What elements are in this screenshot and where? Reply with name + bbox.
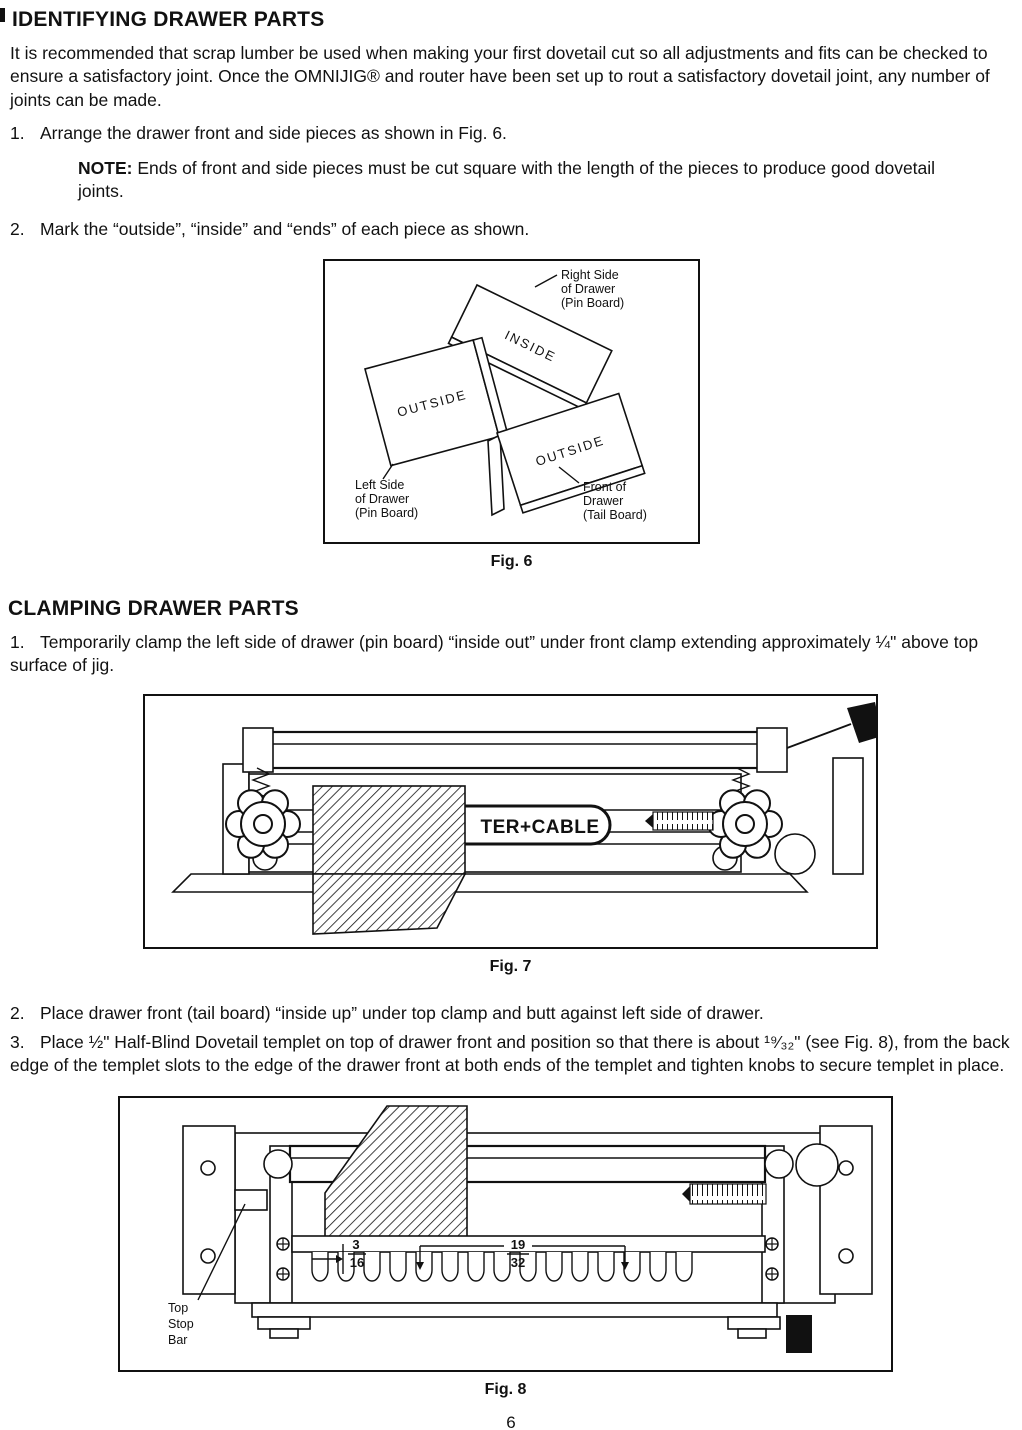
list-item-text: Temporarily clamp the left side of drawe… — [10, 632, 979, 676]
callout-front: Front of Drawer (Tail Board) — [583, 480, 647, 522]
svg-text:Front of: Front of — [583, 480, 627, 494]
templet-screw — [276, 1236, 290, 1251]
templet-fingers — [311, 1250, 693, 1282]
side-knob — [774, 832, 816, 875]
handle-shaft — [786, 722, 852, 749]
handle-knob — [847, 701, 882, 743]
leader-line-top-stop-bar — [197, 1203, 246, 1300]
board-end-edge — [487, 433, 505, 517]
figure-6-caption: Fig. 6 — [490, 552, 533, 570]
svg-text:(Tail Board): (Tail Board) — [583, 508, 647, 522]
logo-text: TER+CABLE — [480, 817, 599, 838]
bottom-right-hardware — [727, 1314, 812, 1353]
scale-ruler — [682, 1182, 767, 1205]
clamp-rod-end-left — [263, 1148, 293, 1179]
list-number: 3. — [10, 1032, 25, 1053]
svg-text:32: 32 — [511, 1255, 525, 1270]
svg-text:of Drawer: of Drawer — [561, 282, 615, 296]
svg-text:(Pin Board): (Pin Board) — [355, 506, 418, 520]
clamped-board-protrusion — [312, 872, 467, 935]
svg-text:Stop: Stop — [168, 1317, 194, 1331]
dimension-19-32: 19 32 — [416, 1237, 629, 1270]
figure-6: INSIDE OUTSIDE OUTSIDE — [323, 258, 700, 571]
callout-right-side: Right Side of Drawer (Pin Board) — [561, 268, 624, 310]
figure-8-caption: Fig. 8 — [484, 1380, 527, 1398]
templet-screw — [276, 1266, 290, 1281]
dimension-3-16: 3 16 — [312, 1237, 366, 1274]
templet-bar — [291, 1234, 766, 1253]
drawer-front-board: OUTSIDE — [495, 392, 646, 514]
figure-6-drawing: INSIDE OUTSIDE OUTSIDE — [355, 268, 647, 522]
list-item-text: Mark the “outside”, “inside” and “ends” … — [40, 218, 530, 239]
svg-text:16: 16 — [350, 1255, 364, 1270]
leader-line-left-side — [382, 463, 394, 480]
clamp-rod-end-right — [764, 1148, 794, 1179]
figure-8: 3 16 19 32 — [118, 1095, 893, 1399]
svg-text:19: 19 — [511, 1237, 525, 1252]
templet-screw — [765, 1236, 779, 1251]
callout-top-stop-bar: Top Stop Bar — [168, 1301, 194, 1347]
svg-text:of Drawer: of Drawer — [355, 492, 409, 506]
note-label: NOTE: — [78, 158, 133, 179]
figure-7-frame: TER+CABLE — [143, 693, 882, 949]
clamp-knob-right — [795, 1142, 839, 1187]
svg-text:Bar: Bar — [168, 1333, 187, 1347]
list-item-clamp-2: 2. Place drawer front (tail board) “insid… — [10, 1002, 1012, 1025]
svg-text:3: 3 — [352, 1237, 359, 1252]
list-item-text: Place ½" Half-Blind Dovetail templet on … — [10, 1032, 1010, 1076]
drawer-front-board — [324, 1104, 468, 1242]
leader-line-front — [558, 466, 580, 484]
list-item-identify-2: 2. Mark the “outside”, “inside” and “ends… — [10, 218, 1012, 241]
svg-text:Top: Top — [168, 1301, 188, 1315]
figure-8-frame: 3 16 19 32 — [118, 1095, 893, 1372]
top-clamp-bar — [242, 726, 788, 773]
figure-6-frame: INSIDE OUTSIDE OUTSIDE — [323, 258, 700, 544]
section-title-identifying: IDENTIFYING DRAWER PARTS — [12, 8, 325, 31]
scan-artifact — [0, 8, 5, 22]
bottom-clamp-bar — [251, 1301, 778, 1318]
scale-ruler — [645, 810, 714, 831]
intro-paragraph: It is recommended that scrap lumber be u… — [10, 43, 990, 110]
svg-text:Right Side: Right Side — [561, 268, 619, 282]
list-number: 1. — [10, 122, 25, 143]
list-item-text: Place drawer front (tail board) “inside … — [40, 1002, 764, 1023]
svg-text:Drawer: Drawer — [583, 494, 623, 508]
bottom-left-hardware — [257, 1315, 311, 1339]
section-title-clamping: CLAMPING DRAWER PARTS — [8, 597, 299, 621]
figure-7-drawing: TER+CABLE — [171, 701, 882, 935]
list-item-clamp-3: 3.Place ½" Half-Blind Dovetail templet o… — [10, 1031, 1012, 1078]
figure-7-caption: Fig. 7 — [489, 957, 532, 975]
top-stop-bar-part — [234, 1188, 268, 1211]
right-bracket — [832, 756, 864, 875]
list-number: 2. — [10, 218, 25, 239]
clamped-board — [312, 784, 466, 875]
figure-7: TER+CABLE — [143, 693, 882, 976]
svg-text:Left Side: Left Side — [355, 478, 404, 492]
jig-base — [171, 872, 809, 893]
list-item-clamp-1: 1.Temporarily clamp the left side of dra… — [10, 631, 1012, 678]
list-number: 2. — [10, 1002, 25, 1023]
svg-text:(Pin Board): (Pin Board) — [561, 296, 624, 310]
callout-left-side: Left Side of Drawer (Pin Board) — [355, 478, 418, 520]
page-number: 6 — [506, 1412, 516, 1430]
list-number: 1. — [10, 632, 25, 653]
list-item-text: Arrange the drawer front and side pieces… — [40, 122, 507, 143]
figure-8-drawing: 3 16 19 32 — [168, 1104, 873, 1353]
list-item-identify-1: 1. Arrange the drawer front and side piec… — [10, 122, 1012, 145]
drawer-left-side-board: OUTSIDE — [364, 336, 509, 467]
note-text: Ends of front and side pieces must be cu… — [78, 158, 936, 202]
templet-screw — [765, 1266, 779, 1281]
note-block: NOTE: Ends of front and side pieces must… — [78, 157, 962, 204]
left-bracket — [182, 1124, 236, 1295]
leader-line-right-side — [534, 274, 558, 288]
